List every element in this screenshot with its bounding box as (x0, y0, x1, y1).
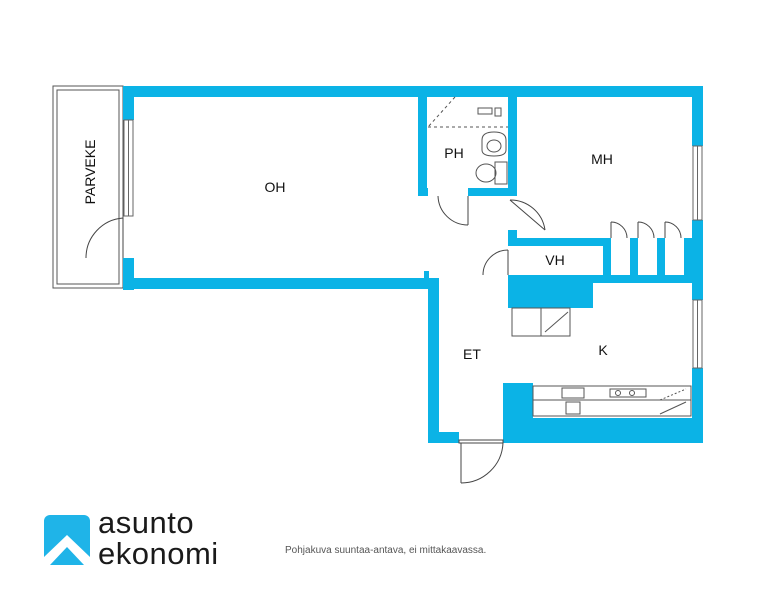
room-label-mh: MH (591, 151, 613, 167)
room-label-et: ET (463, 346, 481, 362)
balcony (52, 85, 124, 289)
disclaimer-text: Pohjakuva suuntaa-antava, ei mittakaavas… (285, 545, 487, 556)
room-label-ph: PH (444, 145, 463, 161)
room-label-vh: VH (545, 252, 564, 268)
room-label-parveke: PARVEKE (82, 140, 98, 205)
asuntoekonomi-logo: asunto ekonomi (44, 506, 284, 572)
windows (123, 119, 703, 369)
room-label-k: K (598, 342, 608, 358)
bathroom-fixtures (427, 96, 508, 185)
doors (85, 195, 682, 484)
kitchen-fixtures (511, 307, 692, 417)
logo-text-asunto: asunto (98, 505, 195, 540)
logo-text-ekonomi: ekonomi (98, 536, 219, 571)
house-logo-icon (44, 515, 90, 565)
walls (123, 86, 703, 443)
room-label-oh: OH (265, 179, 286, 195)
